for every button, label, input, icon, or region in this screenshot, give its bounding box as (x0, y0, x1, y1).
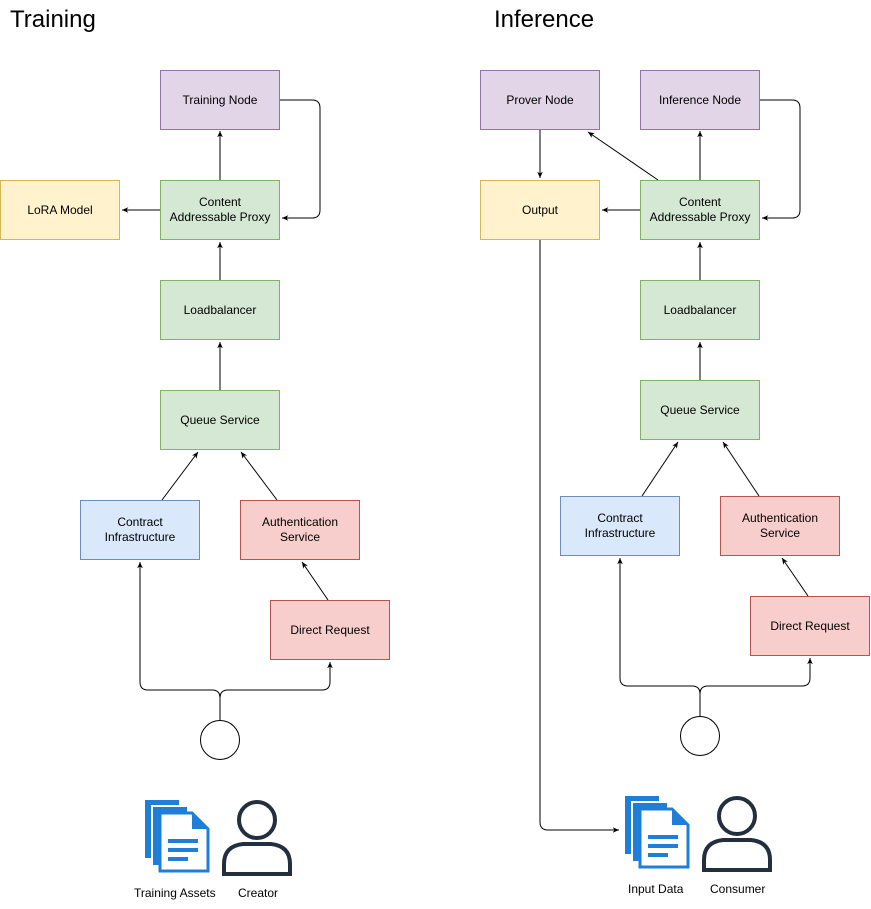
queue-service-box-inference[interactable]: Queue Service (640, 380, 760, 440)
proxy-box-inference[interactable]: Content Addressable Proxy (640, 180, 760, 240)
edge-contract-to-queue (161, 451, 199, 501)
authentication-service-label-inference: Authentication Service (741, 511, 819, 540)
prover-node-box[interactable]: Prover Node (480, 70, 600, 130)
training-node-box[interactable]: Training Node (160, 70, 280, 130)
edge-circle-to-direct-inf (699, 658, 813, 716)
queue-service-label-inference: Queue Service (660, 402, 740, 417)
output-box[interactable]: Output (480, 180, 600, 240)
output-label: Output (521, 202, 559, 217)
consumer-label: Consumer (710, 882, 766, 896)
edge-contract-to-queue-inf (641, 441, 679, 497)
start-node-training[interactable] (200, 720, 240, 760)
inference-title: Inference (494, 6, 595, 33)
queue-service-box-training[interactable]: Queue Service (160, 390, 280, 450)
training-node-label: Training Node (182, 92, 258, 107)
edge-direct-to-auth-inf (781, 557, 809, 597)
user-icon-inference (702, 796, 772, 872)
edge-direct-to-auth (301, 561, 329, 601)
user-icon-training (222, 800, 292, 876)
loadbalancer-label-inference: Loadbalancer (663, 302, 737, 317)
loadbalancer-label-training: Loadbalancer (183, 302, 257, 317)
edge-inference-node-to-proxy (760, 99, 801, 221)
loadbalancer-box-inference[interactable]: Loadbalancer (640, 280, 760, 340)
proxy-label-training: Content Addressable Proxy (169, 195, 271, 224)
documents-icon-training (143, 798, 210, 873)
lora-model-label: LoRA Model (27, 202, 93, 217)
inference-node-label: Inference Node (658, 92, 742, 107)
authentication-service-box-training[interactable]: Authentication Service (240, 500, 360, 560)
direct-request-label-inference: Direct Request (770, 618, 850, 633)
edge-proxy-to-prover (587, 131, 659, 181)
proxy-box-training[interactable]: Content Addressable Proxy (160, 180, 280, 240)
edge-output-to-input-data (539, 240, 619, 833)
direct-request-box-training[interactable]: Direct Request (270, 600, 390, 660)
start-node-inference[interactable] (680, 716, 720, 756)
loadbalancer-box-training[interactable]: Loadbalancer (160, 280, 280, 340)
proxy-label-inference: Content Addressable Proxy (649, 195, 751, 224)
creator-label: Creator (238, 886, 279, 900)
documents-icon-inference (623, 794, 690, 869)
prover-node-label: Prover Node (506, 92, 574, 107)
edge-circle-to-contract (137, 562, 221, 720)
contract-infrastructure-box-inference[interactable]: Contract Infrastructure (560, 496, 680, 556)
contract-infrastructure-box-training[interactable]: Contract Infrastructure (80, 500, 200, 560)
edge-training-node-to-proxy (280, 99, 321, 221)
authentication-service-label-training: Authentication Service (261, 515, 339, 544)
queue-service-label-training: Queue Service (180, 412, 260, 427)
direct-request-label-training: Direct Request (290, 622, 370, 637)
contract-infrastructure-label-inference: Contract Infrastructure (584, 511, 656, 540)
training-title: Training (10, 6, 96, 33)
direct-request-box-inference[interactable]: Direct Request (750, 596, 870, 656)
input-data-label: Input Data (628, 882, 684, 896)
inference-node-box[interactable]: Inference Node (640, 70, 760, 130)
training-assets-label: Training Assets (134, 886, 216, 900)
edge-circle-to-direct (219, 662, 333, 720)
authentication-service-box-inference[interactable]: Authentication Service (720, 496, 840, 556)
contract-infrastructure-label-training: Contract Infrastructure (104, 515, 176, 544)
edge-auth-to-queue-inf (722, 441, 760, 497)
lora-model-box[interactable]: LoRA Model (0, 180, 120, 240)
edge-circle-to-contract-inf (617, 558, 701, 716)
edge-auth-to-queue (240, 451, 278, 501)
